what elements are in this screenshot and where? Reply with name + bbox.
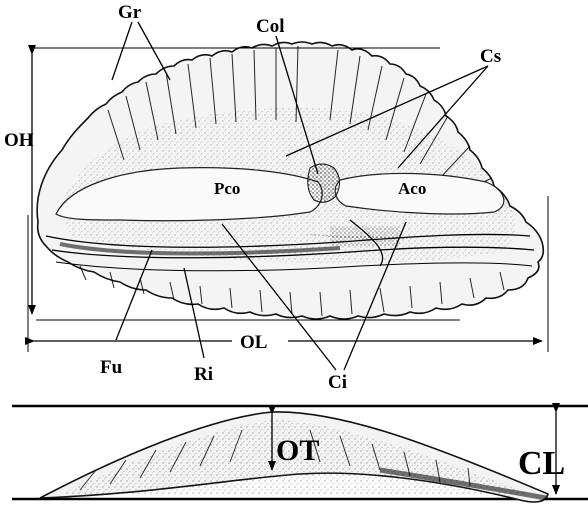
label-aco: Aco: [398, 179, 426, 198]
label-ot: OT: [276, 434, 319, 467]
label-gr: Gr: [118, 2, 142, 23]
label-col: Col: [256, 16, 285, 37]
label-ol: OL: [240, 332, 267, 353]
label-oh: OH: [4, 130, 34, 151]
label-cl: CL: [518, 445, 565, 482]
label-cs: Cs: [480, 46, 501, 67]
label-pco: Pco: [214, 179, 240, 198]
label-ri: Ri: [194, 364, 213, 385]
label-ci: Ci: [328, 372, 347, 393]
label-fu: Fu: [100, 357, 123, 378]
